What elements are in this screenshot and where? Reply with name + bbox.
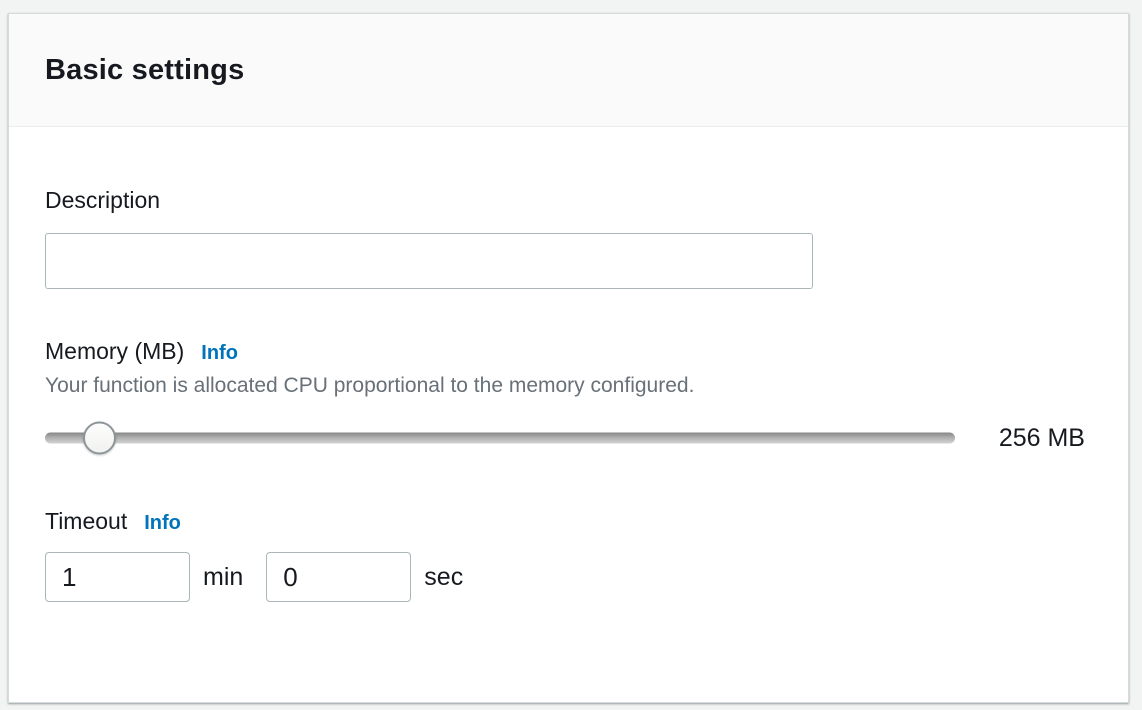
card-body: Description Memory (MB) Info Your functi… — [9, 127, 1128, 602]
timeout-seconds-input[interactable] — [266, 552, 412, 602]
slider-handle[interactable] — [83, 421, 116, 455]
memory-value: 256 MB — [998, 423, 1085, 452]
memory-slider[interactable] — [45, 421, 955, 455]
timeout-inputs-row: min sec — [45, 552, 1092, 602]
description-label: Description — [45, 187, 161, 213]
timeout-minutes-input[interactable] — [45, 552, 190, 602]
basic-settings-card: Basic settings Description Memory (MB) I… — [8, 13, 1129, 703]
timeout-seconds-unit: sec — [424, 562, 464, 591]
card-header: Basic settings — [9, 14, 1128, 127]
slider-track[interactable] — [45, 432, 955, 444]
memory-info-link[interactable]: Info — [201, 342, 238, 364]
timeout-minutes-unit: min — [203, 562, 244, 591]
description-input[interactable] — [45, 233, 813, 289]
description-field: Description — [45, 187, 1092, 289]
timeout-label: Timeout — [45, 508, 128, 534]
memory-slider-row: 256 MB — [45, 417, 1092, 459]
memory-field: Memory (MB) Info Your function is alloca… — [45, 338, 1092, 459]
memory-label: Memory (MB) — [45, 338, 185, 364]
timeout-field: Timeout Info min sec — [45, 508, 1092, 602]
memory-helper-text: Your function is allocated CPU proportio… — [45, 374, 695, 397]
page-title: Basic settings — [45, 53, 245, 86]
timeout-info-link[interactable]: Info — [144, 512, 181, 534]
